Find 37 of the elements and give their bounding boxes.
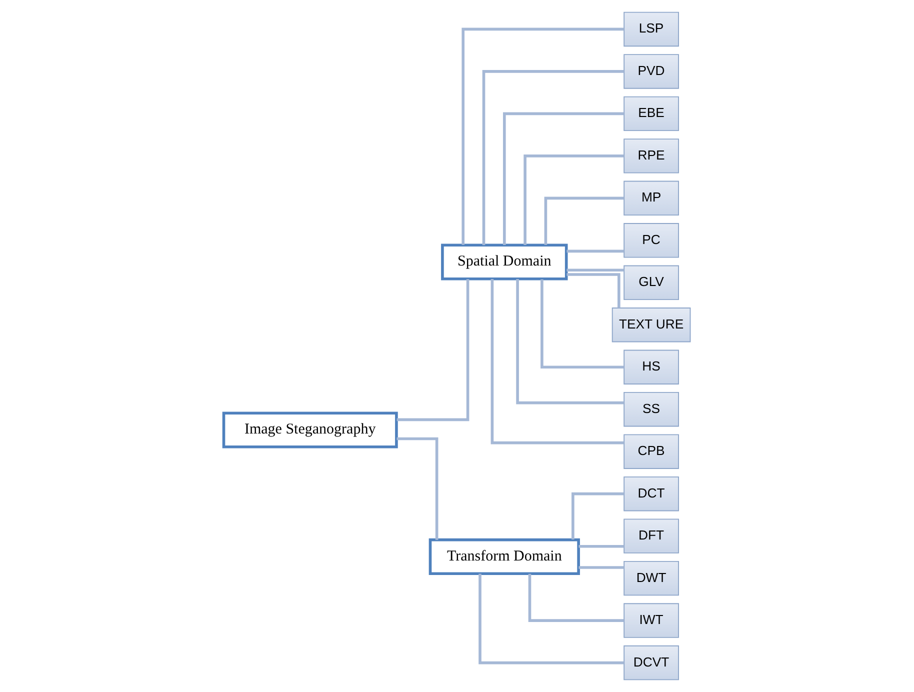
- connector: [566, 273, 620, 308]
- connector: [396, 279, 470, 422]
- connector: [578, 566, 624, 569]
- node-box: IWT: [624, 603, 679, 638]
- node-box: GLV: [624, 265, 679, 300]
- connector: [503, 112, 624, 245]
- node-box: Image Steganography: [222, 412, 398, 448]
- node-box: HS: [624, 350, 679, 384]
- node-box: DCVT: [624, 645, 679, 680]
- connector: [544, 196, 624, 245]
- connector: [528, 574, 624, 622]
- connector: [578, 544, 624, 548]
- node-box: PC: [624, 223, 679, 258]
- node-box: DWT: [624, 560, 679, 596]
- connector: [566, 268, 624, 272]
- node-box: DCT: [624, 476, 679, 512]
- connector: [572, 492, 624, 540]
- connector: [482, 70, 624, 246]
- connector: [540, 279, 624, 369]
- connector: [490, 279, 624, 444]
- node-box: EBE: [624, 96, 679, 132]
- node-box: SS: [624, 392, 679, 427]
- connector: [566, 250, 624, 253]
- connector: [462, 28, 624, 245]
- node-box: PVD: [624, 54, 679, 89]
- node-box: TEXT URE: [612, 308, 691, 342]
- node-box: MP: [624, 180, 679, 216]
- node-box: Spatial Domain: [441, 244, 568, 280]
- connector: [478, 574, 624, 664]
- node-box: DFT: [624, 518, 679, 554]
- node-box: Transform Domain: [428, 538, 580, 576]
- connector: [516, 278, 624, 404]
- connector: [524, 154, 624, 245]
- node-box: LSP: [624, 12, 679, 47]
- node-box: RPE: [624, 138, 679, 174]
- node-box: CPB: [624, 434, 679, 469]
- connector: [396, 437, 438, 540]
